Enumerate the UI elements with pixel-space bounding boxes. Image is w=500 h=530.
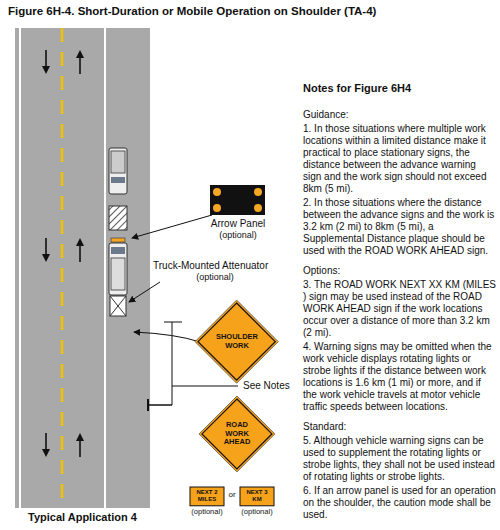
edge-line [19, 28, 21, 508]
sign-face [199, 396, 275, 472]
truck-body [109, 148, 127, 194]
arrow-panel [210, 185, 265, 215]
figure-title: Figure 6H-4. Short-Duration or Mobile Op… [8, 5, 376, 19]
note-text: 2. In those situations where the distanc… [303, 197, 497, 257]
attenuator-box [110, 296, 126, 316]
distance-plaque: NEXT 2 MILES [190, 487, 224, 506]
note-text: 3. The ROAD WORK NEXT XX KM (MILES ) sig… [303, 279, 497, 339]
notes-heading: Notes for Figure 6H4 [303, 82, 497, 95]
optional-note: (optional) [196, 272, 234, 283]
note-text: 6. If an arrow panel is used for an oper… [303, 485, 497, 521]
attenuator-cross [110, 296, 126, 316]
note-text: 5. Although vehicle warning signs can be… [303, 435, 497, 483]
section-heading: Guidance: [303, 109, 497, 121]
plaque-face [240, 487, 274, 506]
shadow-vehicle [109, 238, 127, 295]
center-line [61, 28, 64, 508]
section-heading: Options: [303, 265, 497, 277]
warning-sign: SHOULDER WORK [195, 300, 278, 383]
application-label: Typical Application 4 [28, 511, 137, 524]
arrow-head [76, 238, 84, 246]
truck-window [111, 247, 125, 254]
work-area [109, 206, 127, 230]
distance-tick [164, 322, 182, 323]
panel-lamp [254, 188, 262, 196]
arrow-shaft [79, 246, 81, 262]
optional-note: (optional) [219, 230, 257, 241]
truck-box [111, 258, 125, 290]
distance-plaque: NEXT 3 KM [240, 487, 274, 506]
optional-note: (optional) [191, 507, 222, 516]
edge-line [104, 28, 106, 508]
arrow-head [42, 449, 50, 457]
panel-lamp [213, 204, 221, 212]
see-notes-label: See Notes [243, 380, 290, 392]
sign-border [202, 399, 272, 469]
warning-sign: ROAD WORK AHEAD [199, 396, 275, 472]
truck-window [111, 177, 125, 183]
notes-column: Notes for Figure 6H4Guidance: 1. In those… [303, 82, 497, 521]
arrow-panel-board [210, 185, 265, 215]
light-bar [111, 238, 125, 242]
leader-line [129, 282, 160, 302]
sign-face [195, 300, 278, 383]
section-heading: Standard: [303, 421, 497, 433]
work-vehicle [109, 148, 127, 194]
panel-lamp [254, 204, 262, 212]
roadway [15, 28, 150, 508]
leader-line [132, 215, 212, 238]
arrow-shaft [45, 50, 47, 66]
see-notes-leader [172, 386, 238, 387]
arrow-shaft [45, 238, 47, 254]
optional-note: (optional) [241, 507, 272, 516]
traffic-arrows [42, 50, 84, 457]
leader-line [134, 332, 200, 342]
arrow-shaft [79, 58, 81, 74]
arrow-head [76, 50, 84, 58]
attenuator [110, 296, 126, 316]
arrow-head [42, 254, 50, 262]
sign-legend: SHOULDER WORK [212, 333, 262, 350]
sign-legend: NEXT 3 KM [244, 489, 271, 503]
sign-post [148, 404, 172, 406]
truck-body [109, 243, 127, 295]
sign-legend: ROAD WORK AHEAD [220, 421, 254, 447]
sign-legend: NEXT 2 MILES [194, 489, 221, 503]
note-text: 1. In those situations where multiple wo… [303, 123, 497, 195]
plaque-face [190, 487, 224, 506]
part-label: Truck-Mounted Attenuator [153, 260, 268, 272]
panel-lamp [213, 188, 221, 196]
note-text: 4. Warning signs may be omitted when the… [303, 341, 497, 413]
truck-bed [111, 151, 125, 173]
sign-post [147, 399, 149, 411]
arrow-head [76, 433, 84, 441]
arrow-head [42, 66, 50, 74]
or-label: or [228, 490, 235, 500]
sign-border [198, 303, 275, 380]
distance-line [172, 322, 173, 405]
arrow-shaft [79, 441, 81, 457]
arrow-shaft [45, 433, 47, 449]
part-label: Arrow Panel [211, 218, 265, 230]
attenuator-cross [110, 296, 126, 316]
